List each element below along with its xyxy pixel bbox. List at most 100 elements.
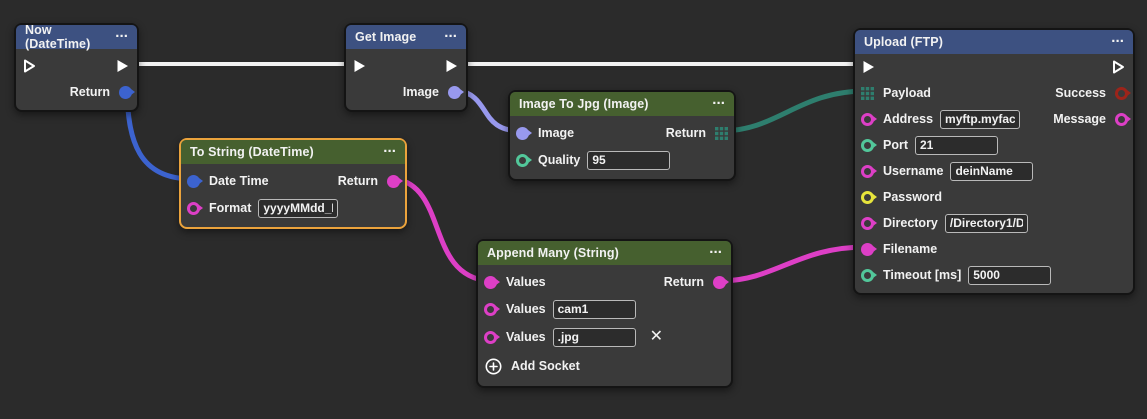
- output-label: Return: [69, 85, 110, 99]
- input-label: Password: [883, 190, 943, 204]
- node-title: To String (DateTime): [190, 145, 314, 159]
- output-label: Success: [1055, 86, 1106, 100]
- return-output-socket[interactable]: [713, 275, 726, 289]
- node-header: Image To Jpg (Image) ...: [510, 92, 734, 116]
- node-menu-button[interactable]: ...: [709, 240, 722, 257]
- values2-input[interactable]: [552, 299, 636, 319]
- exec-out-socket[interactable]: [443, 58, 459, 74]
- directory-input-socket[interactable]: [861, 216, 874, 230]
- node-image-to-jpg[interactable]: Image To Jpg (Image) ... Image Return: [508, 90, 736, 181]
- output-label: Return: [337, 174, 378, 188]
- input-row: Values ✕: [478, 323, 731, 351]
- directory-input[interactable]: [944, 213, 1028, 233]
- input-label: Address: [883, 112, 934, 126]
- output-row: Image: [346, 79, 466, 105]
- node-menu-button[interactable]: ...: [383, 139, 396, 156]
- node-title: Now (DateTime): [25, 23, 91, 51]
- input-row: Directory: [855, 210, 1133, 236]
- wire-imagetojpg-return-upload-payload[interactable]: [718, 88, 869, 134]
- node-menu-button[interactable]: ...: [444, 24, 457, 41]
- quality-input-socket[interactable]: [516, 153, 529, 167]
- input-label: Format: [209, 201, 252, 215]
- values3-input[interactable]: [552, 327, 636, 347]
- filename-input-socket[interactable]: [861, 242, 874, 256]
- node-header: Append Many (String) ...: [478, 241, 731, 265]
- output-label: Message: [1053, 112, 1106, 126]
- input-row: Password: [855, 184, 1133, 210]
- node-to-string[interactable]: To String (DateTime) ... Date Time Retur…: [179, 138, 407, 229]
- address-input-socket[interactable]: [861, 112, 874, 126]
- node-title: Image To Jpg (Image): [519, 97, 649, 111]
- node-menu-button[interactable]: ...: [115, 24, 128, 41]
- input-row: Port: [855, 132, 1133, 158]
- output-label: Return: [663, 275, 704, 289]
- input-label: Values: [506, 330, 546, 344]
- add-socket-button[interactable]: Add Socket: [485, 358, 580, 375]
- username-input[interactable]: [950, 161, 1034, 181]
- node-header: Get Image ...: [346, 25, 466, 49]
- io-row: Date Time Return: [181, 168, 405, 194]
- output-label: Return: [665, 126, 706, 140]
- exec-out-socket[interactable]: [114, 58, 130, 74]
- node-menu-button[interactable]: ...: [1111, 29, 1124, 46]
- input-label: Image: [538, 126, 575, 140]
- success-output-socket[interactable]: [1115, 86, 1128, 100]
- timeout-input-socket[interactable]: [861, 268, 874, 282]
- format-input[interactable]: [258, 198, 339, 218]
- node-upload-ftp[interactable]: Upload (FTP) ... Payload: [853, 28, 1135, 295]
- return-grid-output-socket[interactable]: [715, 126, 728, 140]
- date-time-input-socket[interactable]: [187, 174, 200, 188]
- input-label: Payload: [883, 86, 931, 100]
- format-input-socket[interactable]: [187, 201, 200, 215]
- node-get-image[interactable]: Get Image ... Image: [344, 23, 468, 112]
- payload-input-socket[interactable]: [861, 86, 874, 100]
- image-output-socket[interactable]: [448, 85, 461, 99]
- image-input-socket[interactable]: [516, 126, 529, 140]
- input-row: Format: [181, 194, 405, 222]
- exec-in-socket[interactable]: [860, 59, 876, 75]
- node-append-many[interactable]: Append Many (String) ... Values Return V…: [476, 239, 733, 388]
- username-input-socket[interactable]: [861, 164, 874, 178]
- plus-circle-icon: [485, 358, 502, 375]
- port-input[interactable]: [915, 135, 998, 155]
- input-row: Timeout [ms]: [855, 262, 1133, 288]
- node-header: Upload (FTP) ...: [855, 30, 1133, 54]
- password-input-socket[interactable]: [861, 190, 874, 204]
- exec-in-socket[interactable]: [21, 58, 37, 74]
- input-row: Quality: [510, 146, 734, 174]
- message-output-socket[interactable]: [1115, 112, 1128, 126]
- return-output-socket[interactable]: [119, 85, 132, 99]
- input-label: Quality: [538, 153, 581, 167]
- exec-in-socket[interactable]: [351, 58, 367, 74]
- values3-input-socket[interactable]: [484, 330, 497, 344]
- input-row: Values: [478, 295, 731, 323]
- node-header: To String (DateTime) ...: [181, 140, 405, 164]
- node-title: Append Many (String): [487, 246, 619, 260]
- exec-row: [855, 54, 1133, 80]
- address-input[interactable]: [940, 109, 1021, 129]
- port-input-socket[interactable]: [861, 138, 874, 152]
- node-title: Get Image: [355, 30, 417, 44]
- values2-input-socket[interactable]: [484, 302, 497, 316]
- input-label: Username: [883, 164, 944, 178]
- io-row: Payload Success: [855, 80, 1133, 106]
- return-output-socket[interactable]: [387, 174, 400, 188]
- node-menu-button[interactable]: ...: [712, 91, 725, 108]
- input-label: Filename: [883, 242, 938, 256]
- io-row: Values Return: [478, 269, 731, 295]
- quality-input[interactable]: [587, 150, 671, 170]
- input-label: Date Time: [209, 174, 269, 188]
- values-input-socket[interactable]: [484, 275, 497, 289]
- exec-out-socket[interactable]: [1110, 59, 1126, 75]
- io-row: Image Return: [510, 120, 734, 146]
- node-now-datetime[interactable]: Now (DateTime) ... Return: [14, 23, 139, 112]
- io-row: Address Message: [855, 106, 1133, 132]
- node-title: Upload (FTP): [864, 35, 943, 49]
- remove-socket-button[interactable]: ✕: [649, 328, 664, 345]
- timeout-input[interactable]: [968, 265, 1052, 285]
- wire-tostring-return-appendmany-values[interactable]: [393, 176, 492, 284]
- wire-appendmany-return-upload-filename[interactable]: [719, 244, 869, 284]
- input-label: Values: [506, 275, 546, 289]
- output-label: Image: [402, 85, 439, 99]
